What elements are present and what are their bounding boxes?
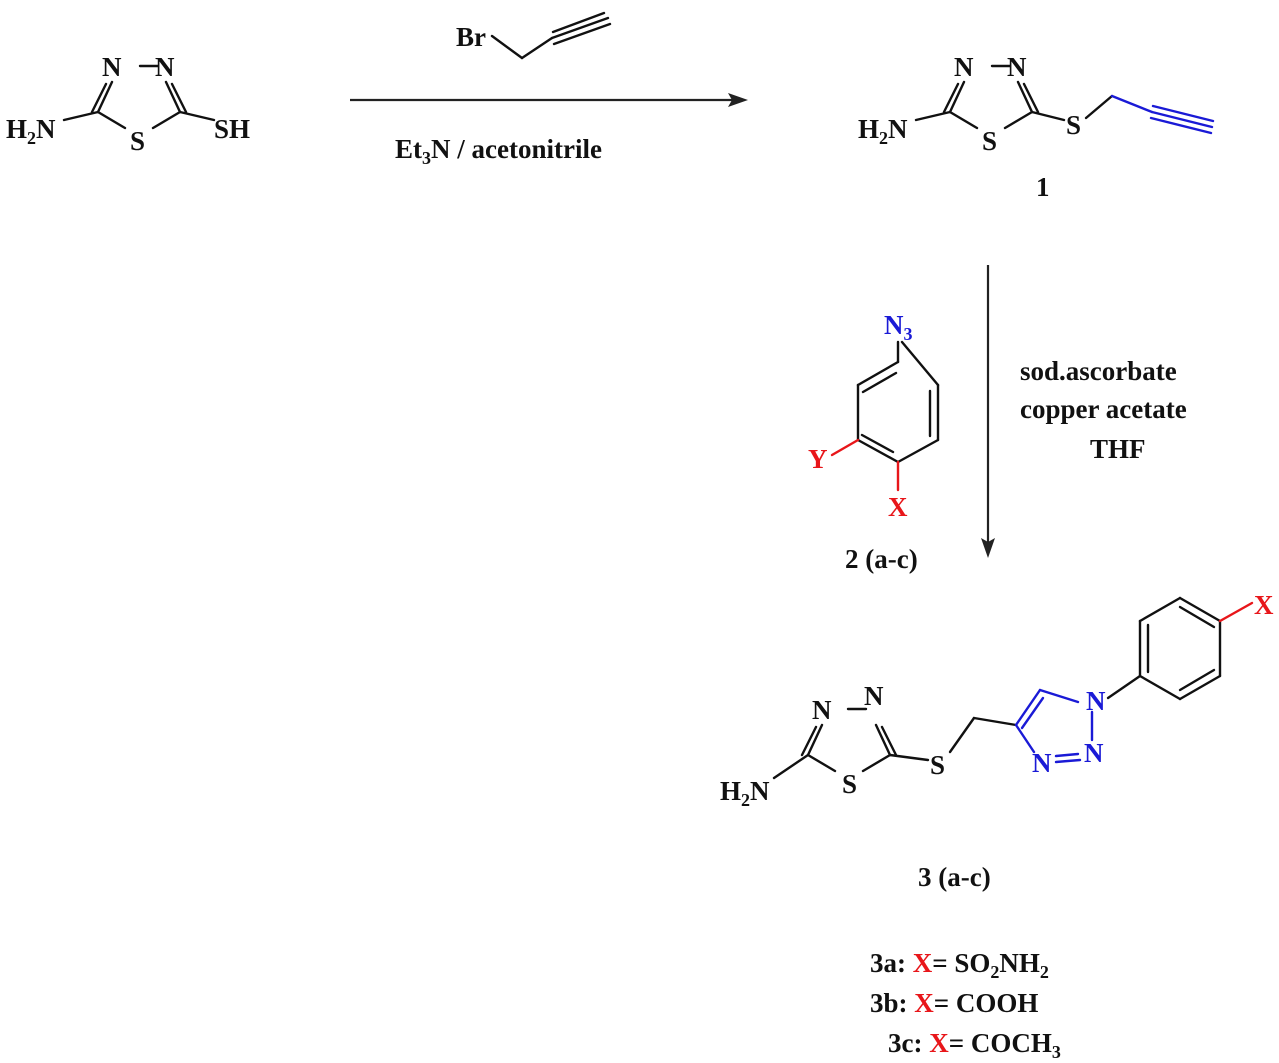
c3-triazole-n1: N <box>1086 686 1106 716</box>
substituent-legend: 3a: X= SO2NH2 3b: X= COOH 3c: X= COCH3 <box>870 948 1061 1062</box>
substituent-x: X <box>888 492 908 522</box>
c3-n1: N <box>812 695 832 725</box>
sm-n1: N <box>102 52 122 82</box>
c1-amine: H2N <box>858 114 908 148</box>
conditions-step2-line3: THF <box>1090 434 1146 464</box>
c3-s-ring: S <box>842 769 857 799</box>
c3-triazole-n2: N <box>1084 738 1104 768</box>
sm-sh: SH <box>214 114 250 144</box>
substituent-y: Y <box>808 444 828 474</box>
c1-s-thioether: S <box>1066 110 1081 140</box>
compound-1: N N S S H2N 1 <box>858 52 1215 202</box>
propargyl-bromide: Br <box>456 11 612 60</box>
legend-3b: 3b: X= COOH <box>870 988 1038 1018</box>
legend-3c: 3c: X= COCH3 <box>888 1028 1061 1062</box>
compound-2: N3 Y X 2 (a-c) <box>808 310 940 574</box>
compound-3-label: 3 (a-c) <box>918 862 991 892</box>
c3-triazole-n3: N <box>1032 748 1052 778</box>
c3-s-thioether: S <box>930 750 945 780</box>
c1-s-ring: S <box>982 126 997 156</box>
reagent-br: Br <box>456 22 486 52</box>
azide-group: N3 <box>884 310 913 344</box>
starting-material: N N S H2N SH <box>6 52 250 156</box>
conditions-step1: Et3N / acetonitrile <box>395 134 602 168</box>
sm-amine: H2N <box>6 114 56 148</box>
compound-3: N N S S H2N N N N X 3 (a-c) <box>720 590 1274 892</box>
sm-n2: N <box>155 52 175 82</box>
compound-2-label: 2 (a-c) <box>845 544 918 574</box>
c1-n1: N <box>954 52 974 82</box>
reaction-arrow-1: Et3N / acetonitrile <box>350 93 748 168</box>
conditions-step2-line2: copper acetate <box>1020 394 1187 424</box>
c3-substituent-x: X <box>1254 590 1274 620</box>
compound-1-label: 1 <box>1036 172 1050 202</box>
legend-3a: 3a: X= SO2NH2 <box>870 948 1049 982</box>
c3-amine: H2N <box>720 776 770 810</box>
c1-n2: N <box>1007 52 1027 82</box>
reaction-arrow-2: sod.ascorbate copper acetate THF <box>981 265 1187 558</box>
sm-s: S <box>130 126 145 156</box>
c3-n2: N <box>864 681 884 711</box>
conditions-step2-line1: sod.ascorbate <box>1020 356 1177 386</box>
